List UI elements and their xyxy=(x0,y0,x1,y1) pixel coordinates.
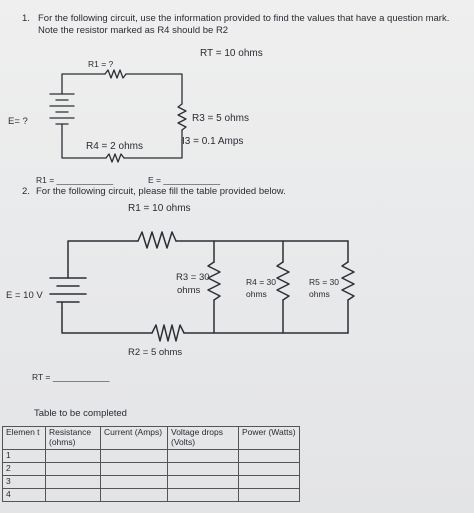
c2-battery xyxy=(49,271,87,309)
q2-instruction: For the following circuit, please fill t… xyxy=(36,186,286,197)
cell-current[interactable] xyxy=(100,487,168,502)
c2-wire-top-left xyxy=(67,240,139,273)
q2-r2-label: R2 = 5 ohms xyxy=(128,347,183,358)
row-label: 4 xyxy=(2,487,46,502)
q1-r1-answer: R1 = ____________ xyxy=(36,175,114,185)
q2-rt-answer: RT = ____________ xyxy=(32,372,110,382)
q1-e-answer: E = ____________ xyxy=(148,175,221,185)
circuit-1 xyxy=(49,69,187,163)
q1-note: Note the resistor marked as R4 should be… xyxy=(38,25,229,36)
cell-resistance[interactable] xyxy=(45,474,101,489)
cell-power[interactable] xyxy=(238,487,300,502)
header-voltage: Voltage drops (Volts) xyxy=(167,426,239,450)
cell-voltage[interactable] xyxy=(167,487,239,502)
q1-e-label: E= ? xyxy=(8,116,28,127)
c1-wire-right-bottom xyxy=(123,129,183,159)
c1-battery xyxy=(49,91,75,131)
cell-current[interactable] xyxy=(100,474,168,489)
q1-instruction: For the following circuit, use the infor… xyxy=(38,13,450,24)
q2-r5-label-a: R5 = 30 xyxy=(309,277,340,287)
circuit-2 xyxy=(49,231,355,342)
cell-power[interactable] xyxy=(238,474,300,489)
table-row: 3 xyxy=(2,474,300,489)
q1-r4-label: R4 = 2 ohms xyxy=(86,141,143,152)
c2-r4-resistor xyxy=(276,261,290,301)
q2-r4-label-b: ohms xyxy=(246,289,267,299)
row-label: 1 xyxy=(2,448,46,463)
c1-r4-resistor xyxy=(105,153,125,163)
header-resistance: Resistance (ohms) xyxy=(45,426,101,450)
cell-voltage[interactable] xyxy=(167,474,239,489)
c2-r2-resistor xyxy=(151,324,185,342)
header-power: Power (Watts) xyxy=(238,426,300,450)
header-current: Current (Amps) xyxy=(100,426,168,450)
row-label: 2 xyxy=(2,461,46,476)
q2-r3-label-b: ohms xyxy=(177,285,201,296)
cell-current[interactable] xyxy=(100,448,168,463)
cell-voltage[interactable] xyxy=(167,461,239,476)
q1-number: 1. xyxy=(22,13,30,24)
q2-r4-label-a: R4 = 30 xyxy=(246,277,277,287)
cell-voltage[interactable] xyxy=(167,448,239,463)
c1-wire-bottom-left xyxy=(61,129,107,159)
q1-r3-label: R3 = 5 ohms xyxy=(192,113,249,124)
q1-rt-label: RT = 10 ohms xyxy=(200,48,263,59)
q2-r3-label-a: R3 = 30 xyxy=(176,272,210,283)
q1-i3-label: I3 = 0.1 Amps xyxy=(182,136,244,147)
q2-r5-label-b: ohms xyxy=(309,289,330,299)
cell-power[interactable] xyxy=(238,461,300,476)
c1-wire-top-left xyxy=(61,73,106,93)
header-element: Elemen t xyxy=(2,426,46,450)
c2-r1-resistor xyxy=(137,231,177,249)
cell-resistance[interactable] xyxy=(45,461,101,476)
cell-current[interactable] xyxy=(100,461,168,476)
table-row: 1 xyxy=(2,448,300,463)
c1-r3-resistor xyxy=(177,103,187,131)
table-header-row: Elemen t Resistance (ohms) Current (Amps… xyxy=(2,426,300,450)
c1-r1-resistor xyxy=(104,69,127,79)
c2-r5-resistor xyxy=(341,261,355,301)
c2-wire-bottom-left xyxy=(61,307,153,334)
table-row: 4 xyxy=(2,487,300,502)
c1-wire-top-right xyxy=(125,73,183,105)
q2-e-label: E = 10 V xyxy=(6,290,43,301)
results-table: Elemen t Resistance (ohms) Current (Amps… xyxy=(2,426,300,502)
row-label: 3 xyxy=(2,474,46,489)
c2-r3-resistor xyxy=(207,261,221,301)
q1-r1-label: R1 = ? xyxy=(88,59,114,69)
cell-resistance[interactable] xyxy=(45,448,101,463)
table-row: 2 xyxy=(2,461,300,476)
cell-resistance[interactable] xyxy=(45,487,101,502)
q2-number: 2. xyxy=(22,186,30,197)
cell-power[interactable] xyxy=(238,448,300,463)
q2-table-caption: Table to be completed xyxy=(34,408,127,419)
q2-r1-label: R1 = 10 ohms xyxy=(128,203,191,214)
